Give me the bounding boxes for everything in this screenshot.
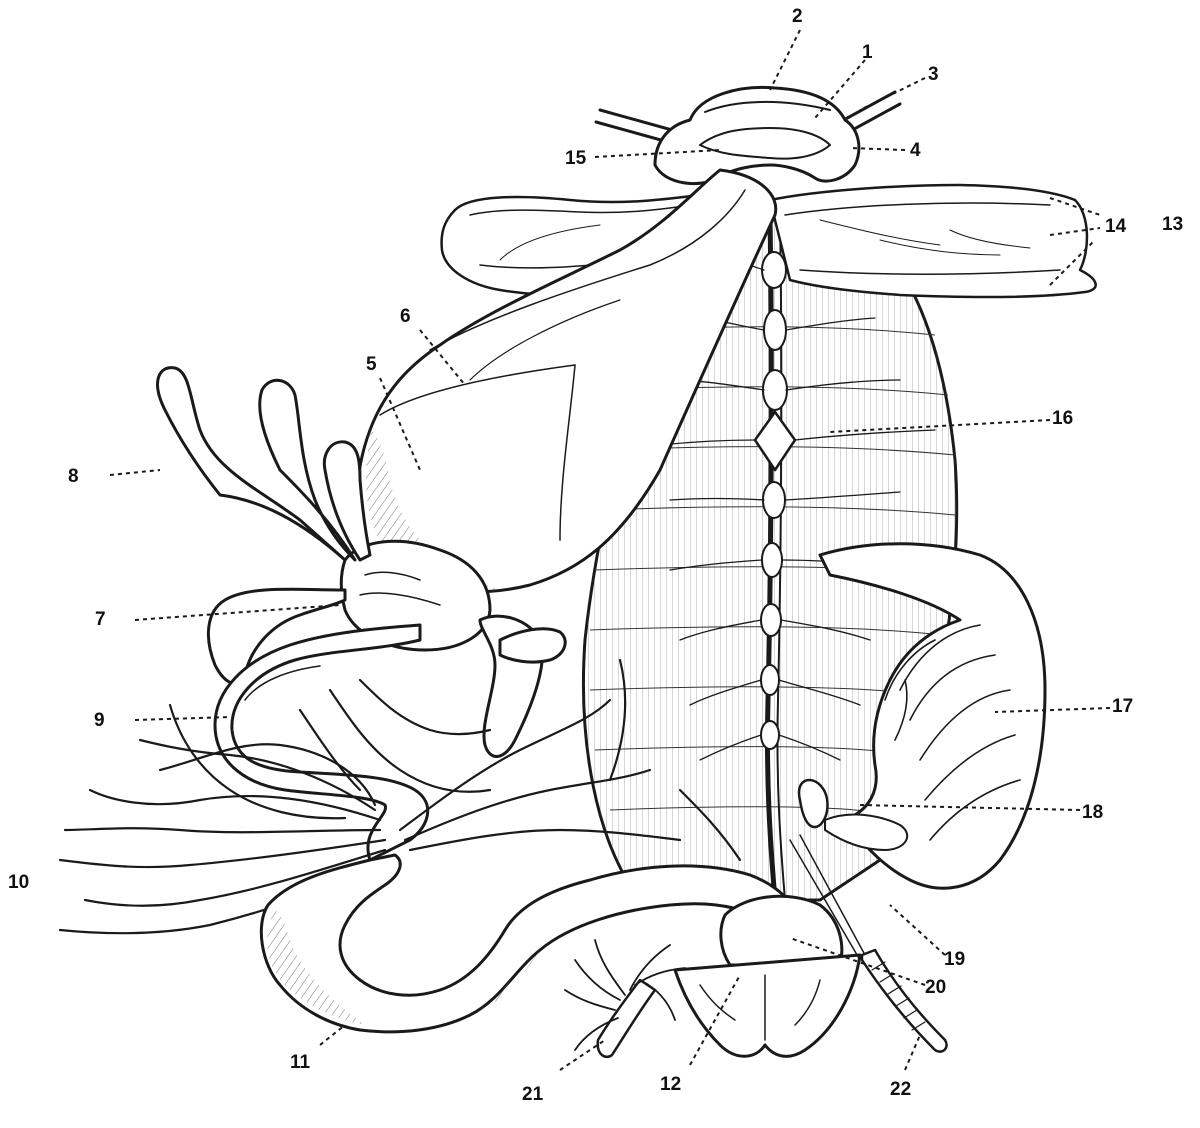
posterior-segment (673, 834, 948, 1058)
label-3: 3 (928, 64, 939, 85)
reproductive-organ (797, 542, 1047, 890)
number-labels: 1 2 3 4 5 6 7 8 9 10 11 12 13 14 15 16 1… (8, 6, 1183, 1105)
label-18: 18 (1082, 802, 1103, 823)
label-8: 8 (68, 466, 79, 487)
pharynx-ring (594, 86, 902, 186)
label-16: 16 (1052, 408, 1073, 429)
label-20: 20 (925, 977, 946, 998)
label-5: 5 (366, 354, 377, 375)
gizzard (339, 539, 492, 652)
malpighian-tubules (58, 658, 742, 935)
leader-lines (109, 29, 1111, 1071)
label-22: 22 (890, 1079, 911, 1100)
nerve-cord (659, 217, 936, 903)
tubule-cluster (564, 939, 686, 1059)
label-1: 1 (862, 42, 873, 63)
label-15: 15 (565, 148, 587, 169)
label-9: 9 (94, 710, 105, 731)
label-13: 13 (1162, 214, 1183, 235)
label-10: 10 (8, 872, 29, 893)
ganglia (753, 251, 797, 750)
label-14: 14 (1105, 216, 1127, 237)
label-4: 4 (910, 140, 921, 161)
label-7: 7 (95, 609, 106, 630)
label-21: 21 (522, 1084, 544, 1105)
label-11: 11 (290, 1052, 311, 1073)
label-6: 6 (400, 306, 411, 327)
label-2: 2 (792, 6, 803, 27)
label-17: 17 (1112, 696, 1133, 717)
label-12: 12 (660, 1074, 681, 1095)
label-19: 19 (944, 949, 965, 970)
lateral-nerves (659, 249, 936, 761)
